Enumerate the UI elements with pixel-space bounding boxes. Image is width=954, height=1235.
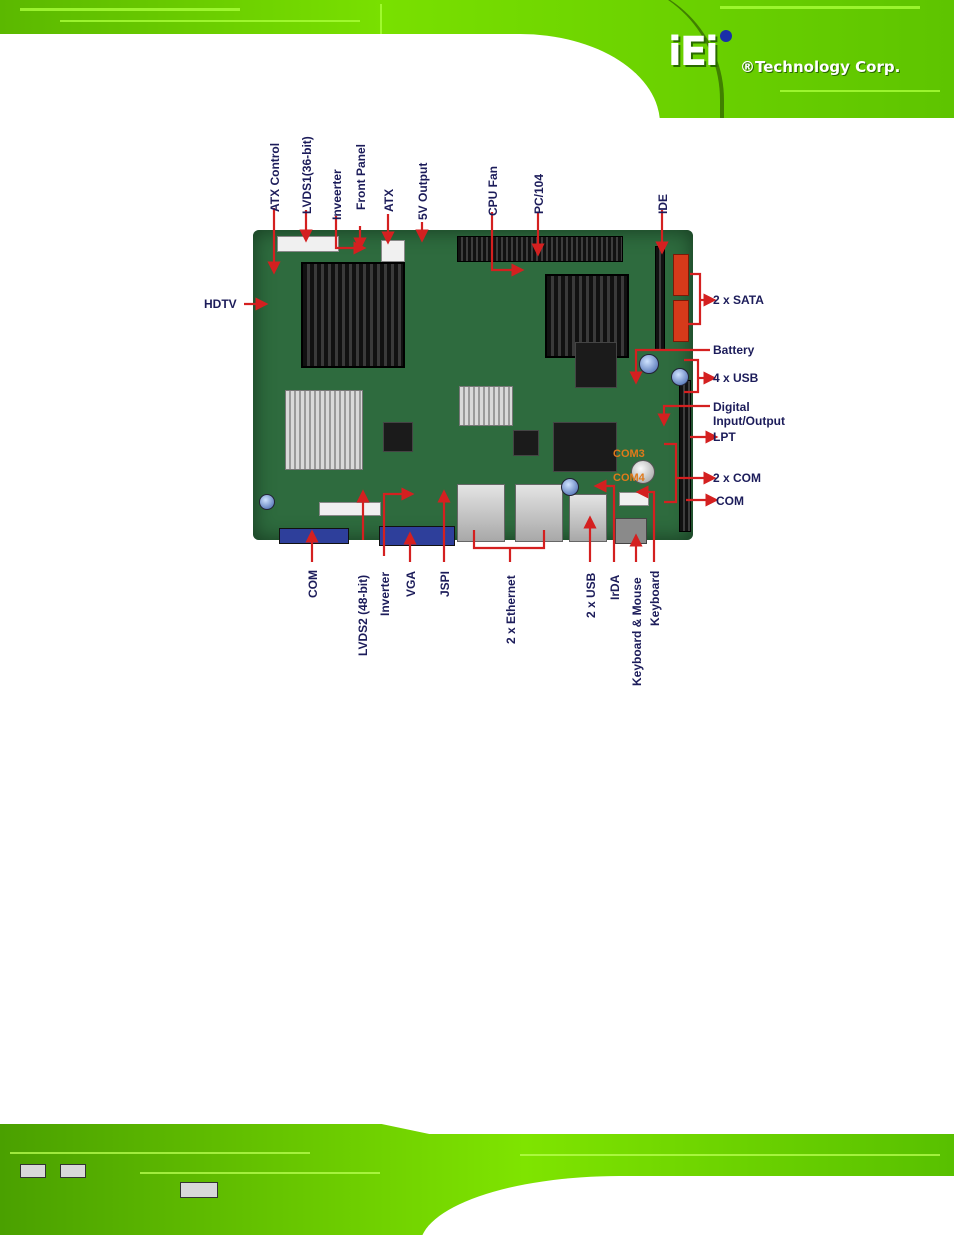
arrow-inverter-bottom bbox=[382, 487, 415, 556]
label-ethernet: 2 x Ethernet bbox=[504, 575, 518, 644]
pcb-trace bbox=[380, 4, 382, 34]
pcb-trace bbox=[780, 90, 940, 92]
bios-chip bbox=[575, 342, 617, 388]
label-jspi: JSPI bbox=[438, 570, 452, 597]
label-inverter-top: Inveerter bbox=[330, 169, 344, 220]
label-usb4: 4 x USB bbox=[713, 371, 759, 385]
capacitor bbox=[671, 368, 689, 386]
sata-connector-2 bbox=[673, 300, 689, 342]
logo-brand: iEi bbox=[668, 29, 719, 75]
label-lvds1: LVDS1(36-bit) bbox=[300, 136, 314, 214]
label-atx: ATX bbox=[382, 188, 396, 212]
label-dio-line2: Input/Output bbox=[713, 414, 785, 428]
label-ide: IDE bbox=[656, 193, 670, 214]
com4-marking: COM4 bbox=[613, 472, 645, 484]
arrow-dio bbox=[657, 404, 710, 427]
smd-chip bbox=[20, 1164, 46, 1178]
label-com-right: COM bbox=[716, 494, 744, 508]
label-front-panel: Front Panel bbox=[354, 143, 368, 210]
header-banner: iEi ®Technology Corp. bbox=[0, 0, 954, 118]
pcb-trace bbox=[60, 20, 360, 22]
arrow-cpu-fan bbox=[490, 212, 525, 277]
label-cpu-fan: CPU Fan bbox=[486, 165, 500, 216]
label-5v-output: 5V Output bbox=[416, 162, 430, 220]
label-com2: 2 x COM bbox=[713, 471, 762, 485]
arrow-sata-bracket bbox=[688, 272, 702, 326]
pcb-trace bbox=[20, 8, 240, 11]
pcb-trace bbox=[10, 1152, 310, 1154]
pcb-trace bbox=[520, 1154, 940, 1156]
smd-chip bbox=[180, 1182, 218, 1198]
label-hdtv: HDTV bbox=[204, 297, 237, 311]
label-atx-control: ATX Control bbox=[268, 142, 282, 212]
label-battery: Battery bbox=[713, 343, 755, 357]
arrow-com-bracket bbox=[664, 442, 678, 504]
ic-chip bbox=[513, 430, 539, 456]
capacitor bbox=[561, 478, 579, 496]
footer-edge bbox=[0, 1124, 954, 1134]
arrow-inverter-top bbox=[334, 216, 367, 255]
com3-marking: COM3 bbox=[613, 448, 645, 460]
ic-chip bbox=[383, 422, 413, 452]
banner-wedge bbox=[0, 92, 649, 118]
motherboard-photo: COM3 COM4 bbox=[253, 230, 693, 546]
ethernet-port-2 bbox=[515, 484, 563, 542]
logo-dot bbox=[720, 30, 732, 42]
cpu-heatsink bbox=[301, 262, 405, 368]
label-kb-mouse: Keyboard & Mouse bbox=[630, 577, 644, 686]
lvds2-connector bbox=[319, 502, 381, 516]
label-usb2: 2 x USB bbox=[584, 572, 598, 618]
silver-heatsink bbox=[285, 390, 363, 470]
label-inverter-bottom: Inverter bbox=[378, 571, 392, 616]
super-io-chip bbox=[553, 422, 617, 472]
label-vga: VGA bbox=[404, 570, 418, 597]
ethernet-port-1 bbox=[457, 484, 505, 542]
arrow-usb-bracket bbox=[684, 358, 700, 394]
small-heatsink bbox=[459, 386, 513, 426]
label-pc104: PC/104 bbox=[532, 173, 546, 214]
label-sata: 2 x SATA bbox=[713, 293, 764, 307]
capacitor bbox=[639, 354, 659, 374]
smd-chip bbox=[60, 1164, 86, 1178]
battery-cell bbox=[631, 460, 655, 484]
arrow-ethernet-bracket bbox=[472, 530, 546, 550]
label-lpt: LPT bbox=[713, 430, 736, 444]
pcb-trace bbox=[720, 6, 920, 9]
label-irda: IrDA bbox=[608, 574, 622, 600]
footer-banner bbox=[0, 1124, 954, 1235]
sata-connector-1 bbox=[673, 254, 689, 296]
arrow-keyboard bbox=[635, 485, 656, 562]
vga-port bbox=[379, 526, 455, 546]
logo-company: ®Technology Corp. bbox=[740, 58, 901, 76]
pcb-trace bbox=[140, 1172, 380, 1174]
arrow-irda bbox=[593, 479, 616, 562]
label-keyboard: Keyboard bbox=[648, 570, 662, 626]
capacitor bbox=[259, 494, 275, 510]
label-com-bottom: COM bbox=[306, 570, 320, 598]
label-lvds2: LVDS2 (48-bit) bbox=[356, 574, 370, 656]
label-dio-line1: Digital bbox=[713, 400, 750, 414]
arrow-battery bbox=[629, 348, 710, 385]
